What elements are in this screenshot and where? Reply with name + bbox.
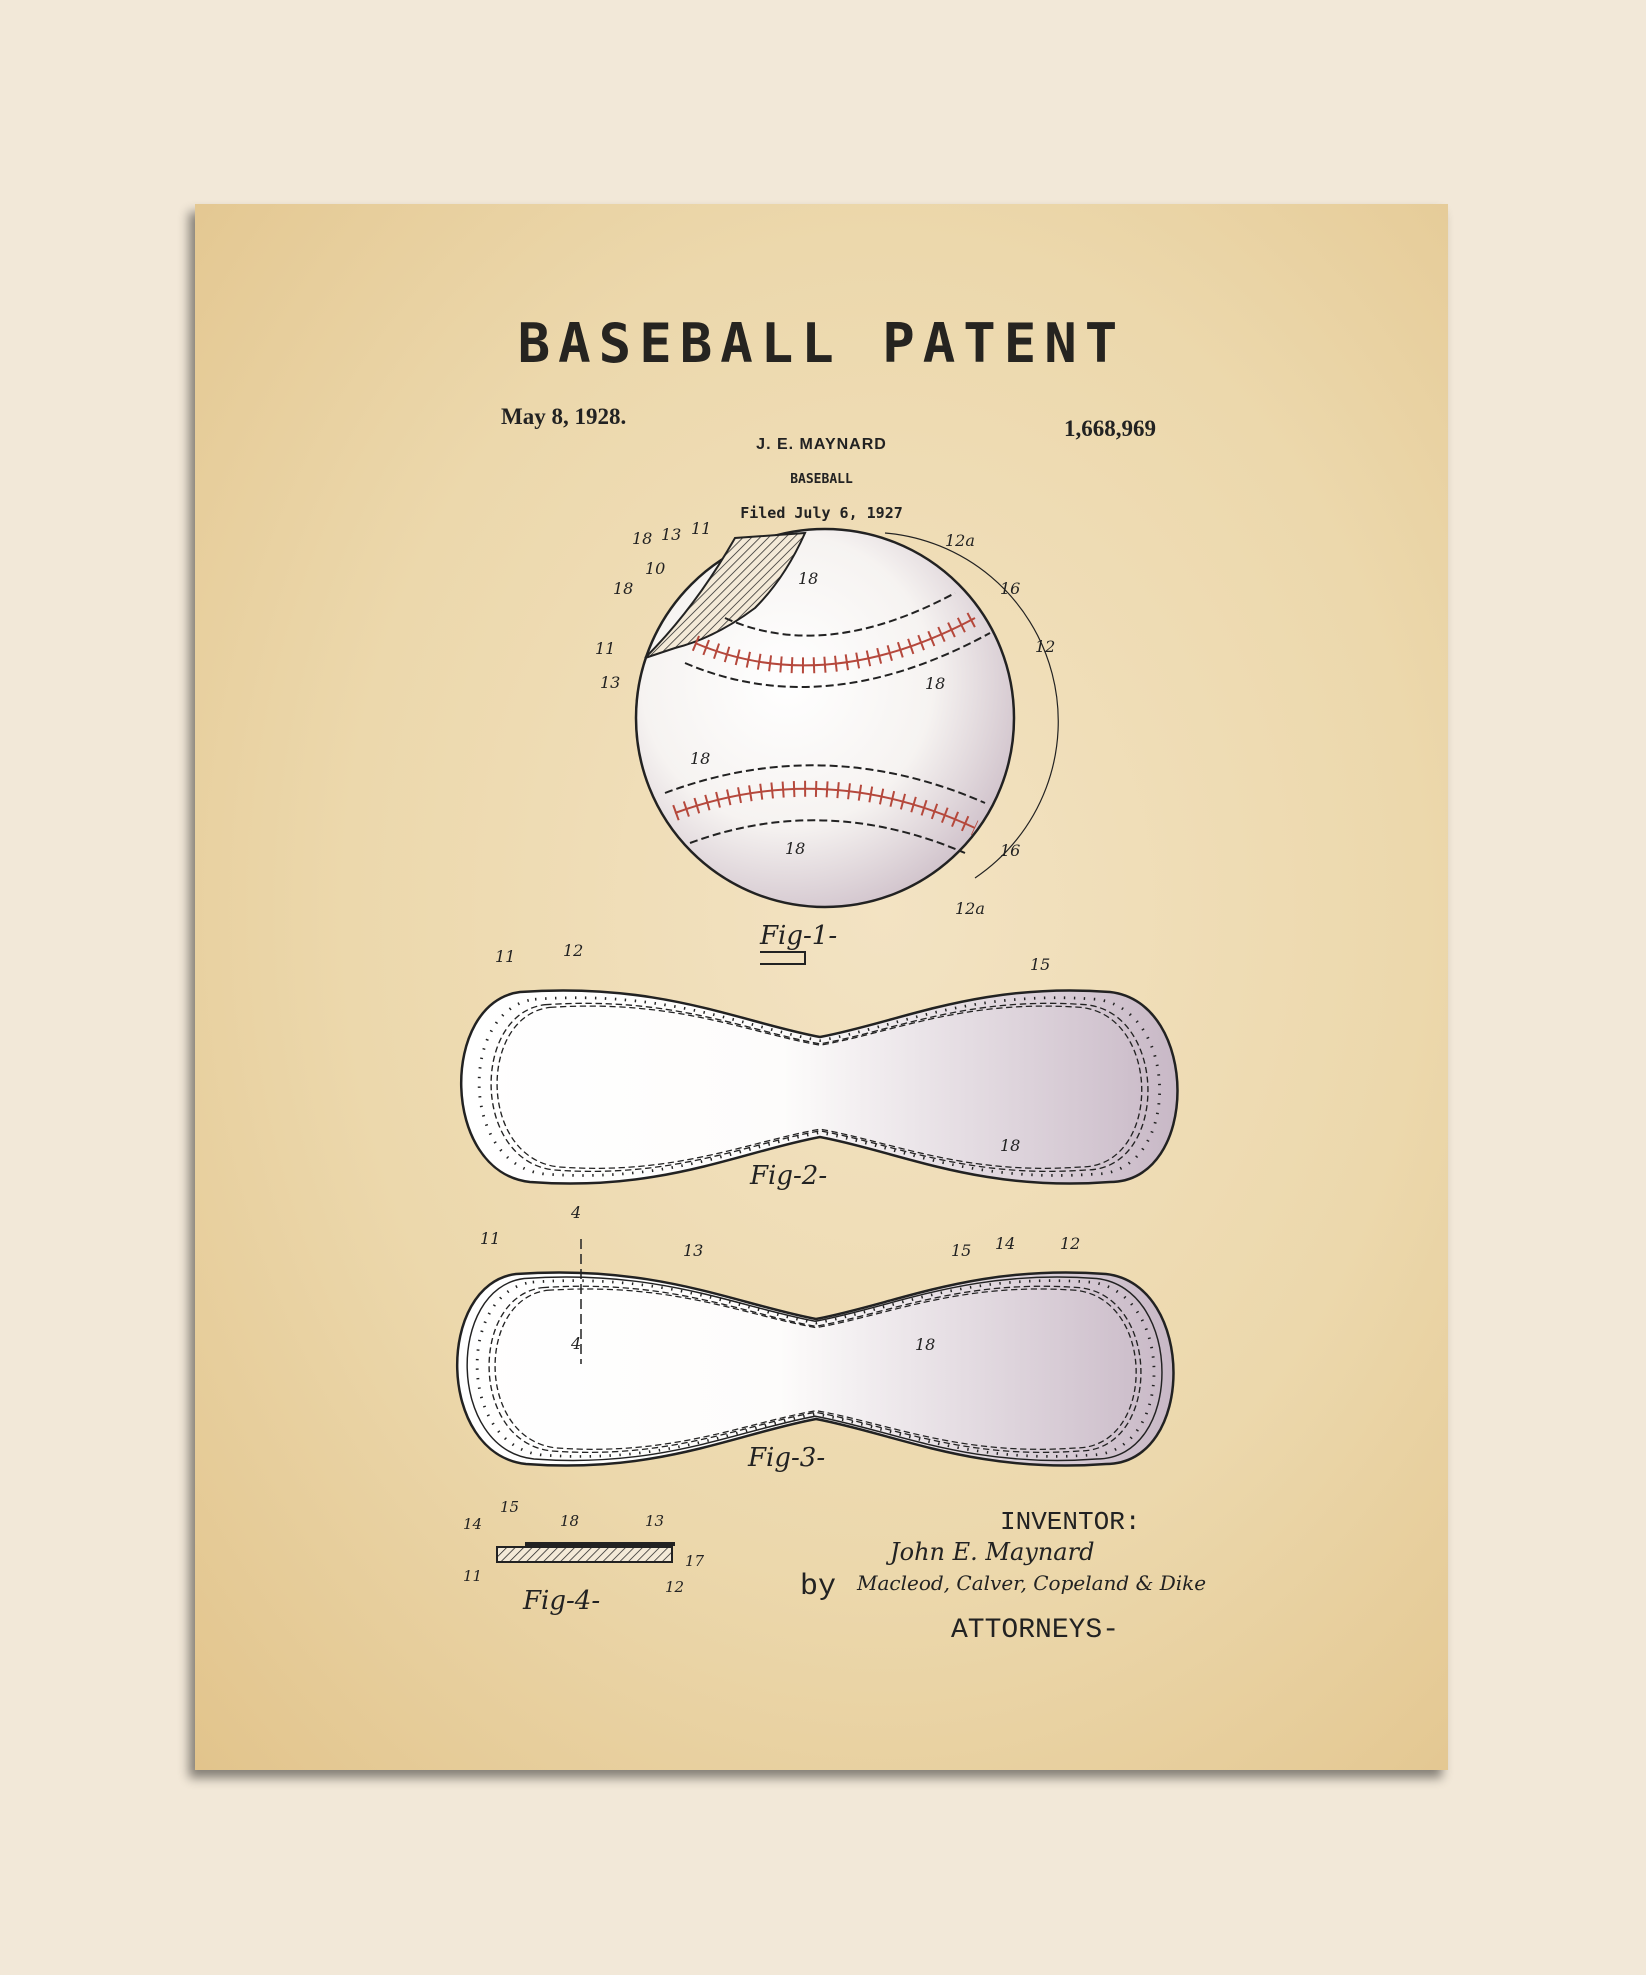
svg-text:15: 15 xyxy=(1030,955,1050,974)
svg-text:16: 16 xyxy=(1000,841,1020,860)
inventor-label: INVENTOR: xyxy=(1000,1507,1140,1537)
fig3-cover-piece xyxy=(457,1239,1173,1466)
svg-text:14: 14 xyxy=(463,1515,482,1533)
svg-text:14: 14 xyxy=(995,1234,1015,1253)
svg-text:4: 4 xyxy=(570,1334,581,1353)
svg-text:11: 11 xyxy=(691,519,711,538)
svg-text:15: 15 xyxy=(951,1241,971,1260)
svg-text:12: 12 xyxy=(1035,637,1055,656)
attorneys-signature: Macleod, Calver, Copeland & Dike xyxy=(856,1571,1206,1595)
patent-poster: BASEBALL PATENT May 8, 1928. 1,668,969 J… xyxy=(195,204,1448,1770)
svg-text:10: 10 xyxy=(645,559,665,578)
svg-text:11: 11 xyxy=(595,639,615,658)
attorneys-label: ATTORNEYS- xyxy=(951,1615,1119,1646)
patent-drawing: Fig-1- 18 13 11 10 18 11 13 12a 18 16 12 18 18… xyxy=(195,204,1448,1770)
fig1-baseball xyxy=(636,529,1058,907)
svg-text:18: 18 xyxy=(785,839,805,858)
fig3-label: Fig-3- xyxy=(747,1443,825,1473)
svg-text:13: 13 xyxy=(645,1512,664,1530)
inventor-signature: John E. Maynard xyxy=(885,1538,1094,1566)
svg-text:15: 15 xyxy=(500,1498,519,1516)
fig1-label: Fig-1- xyxy=(759,921,837,951)
svg-text:12: 12 xyxy=(563,941,583,960)
svg-text:12: 12 xyxy=(1060,1234,1080,1253)
svg-text:18: 18 xyxy=(925,674,945,693)
svg-text:18: 18 xyxy=(560,1512,579,1530)
svg-text:16: 16 xyxy=(1000,579,1020,598)
fig4-cross-section xyxy=(497,1544,675,1562)
svg-text:18: 18 xyxy=(1000,1136,1020,1155)
svg-text:18: 18 xyxy=(915,1335,935,1354)
svg-text:11: 11 xyxy=(480,1229,500,1248)
by-label: by xyxy=(800,1570,836,1604)
fig4-label: Fig-4- xyxy=(522,1586,600,1616)
fig2-cover-piece xyxy=(461,990,1177,1183)
svg-text:11: 11 xyxy=(463,1567,482,1585)
svg-text:18: 18 xyxy=(798,569,818,588)
svg-text:11: 11 xyxy=(495,947,515,966)
svg-text:12a: 12a xyxy=(955,899,985,918)
svg-text:17: 17 xyxy=(685,1552,705,1570)
svg-text:12a: 12a xyxy=(945,531,975,550)
svg-text:13: 13 xyxy=(600,673,620,692)
svg-text:13: 13 xyxy=(661,525,681,544)
svg-text:18: 18 xyxy=(632,529,652,548)
svg-text:13: 13 xyxy=(683,1241,703,1260)
svg-text:4: 4 xyxy=(570,1203,581,1222)
fig2-label: Fig-2- xyxy=(749,1161,827,1191)
svg-text:18: 18 xyxy=(613,579,633,598)
svg-text:12: 12 xyxy=(665,1578,684,1596)
svg-text:18: 18 xyxy=(690,749,710,768)
